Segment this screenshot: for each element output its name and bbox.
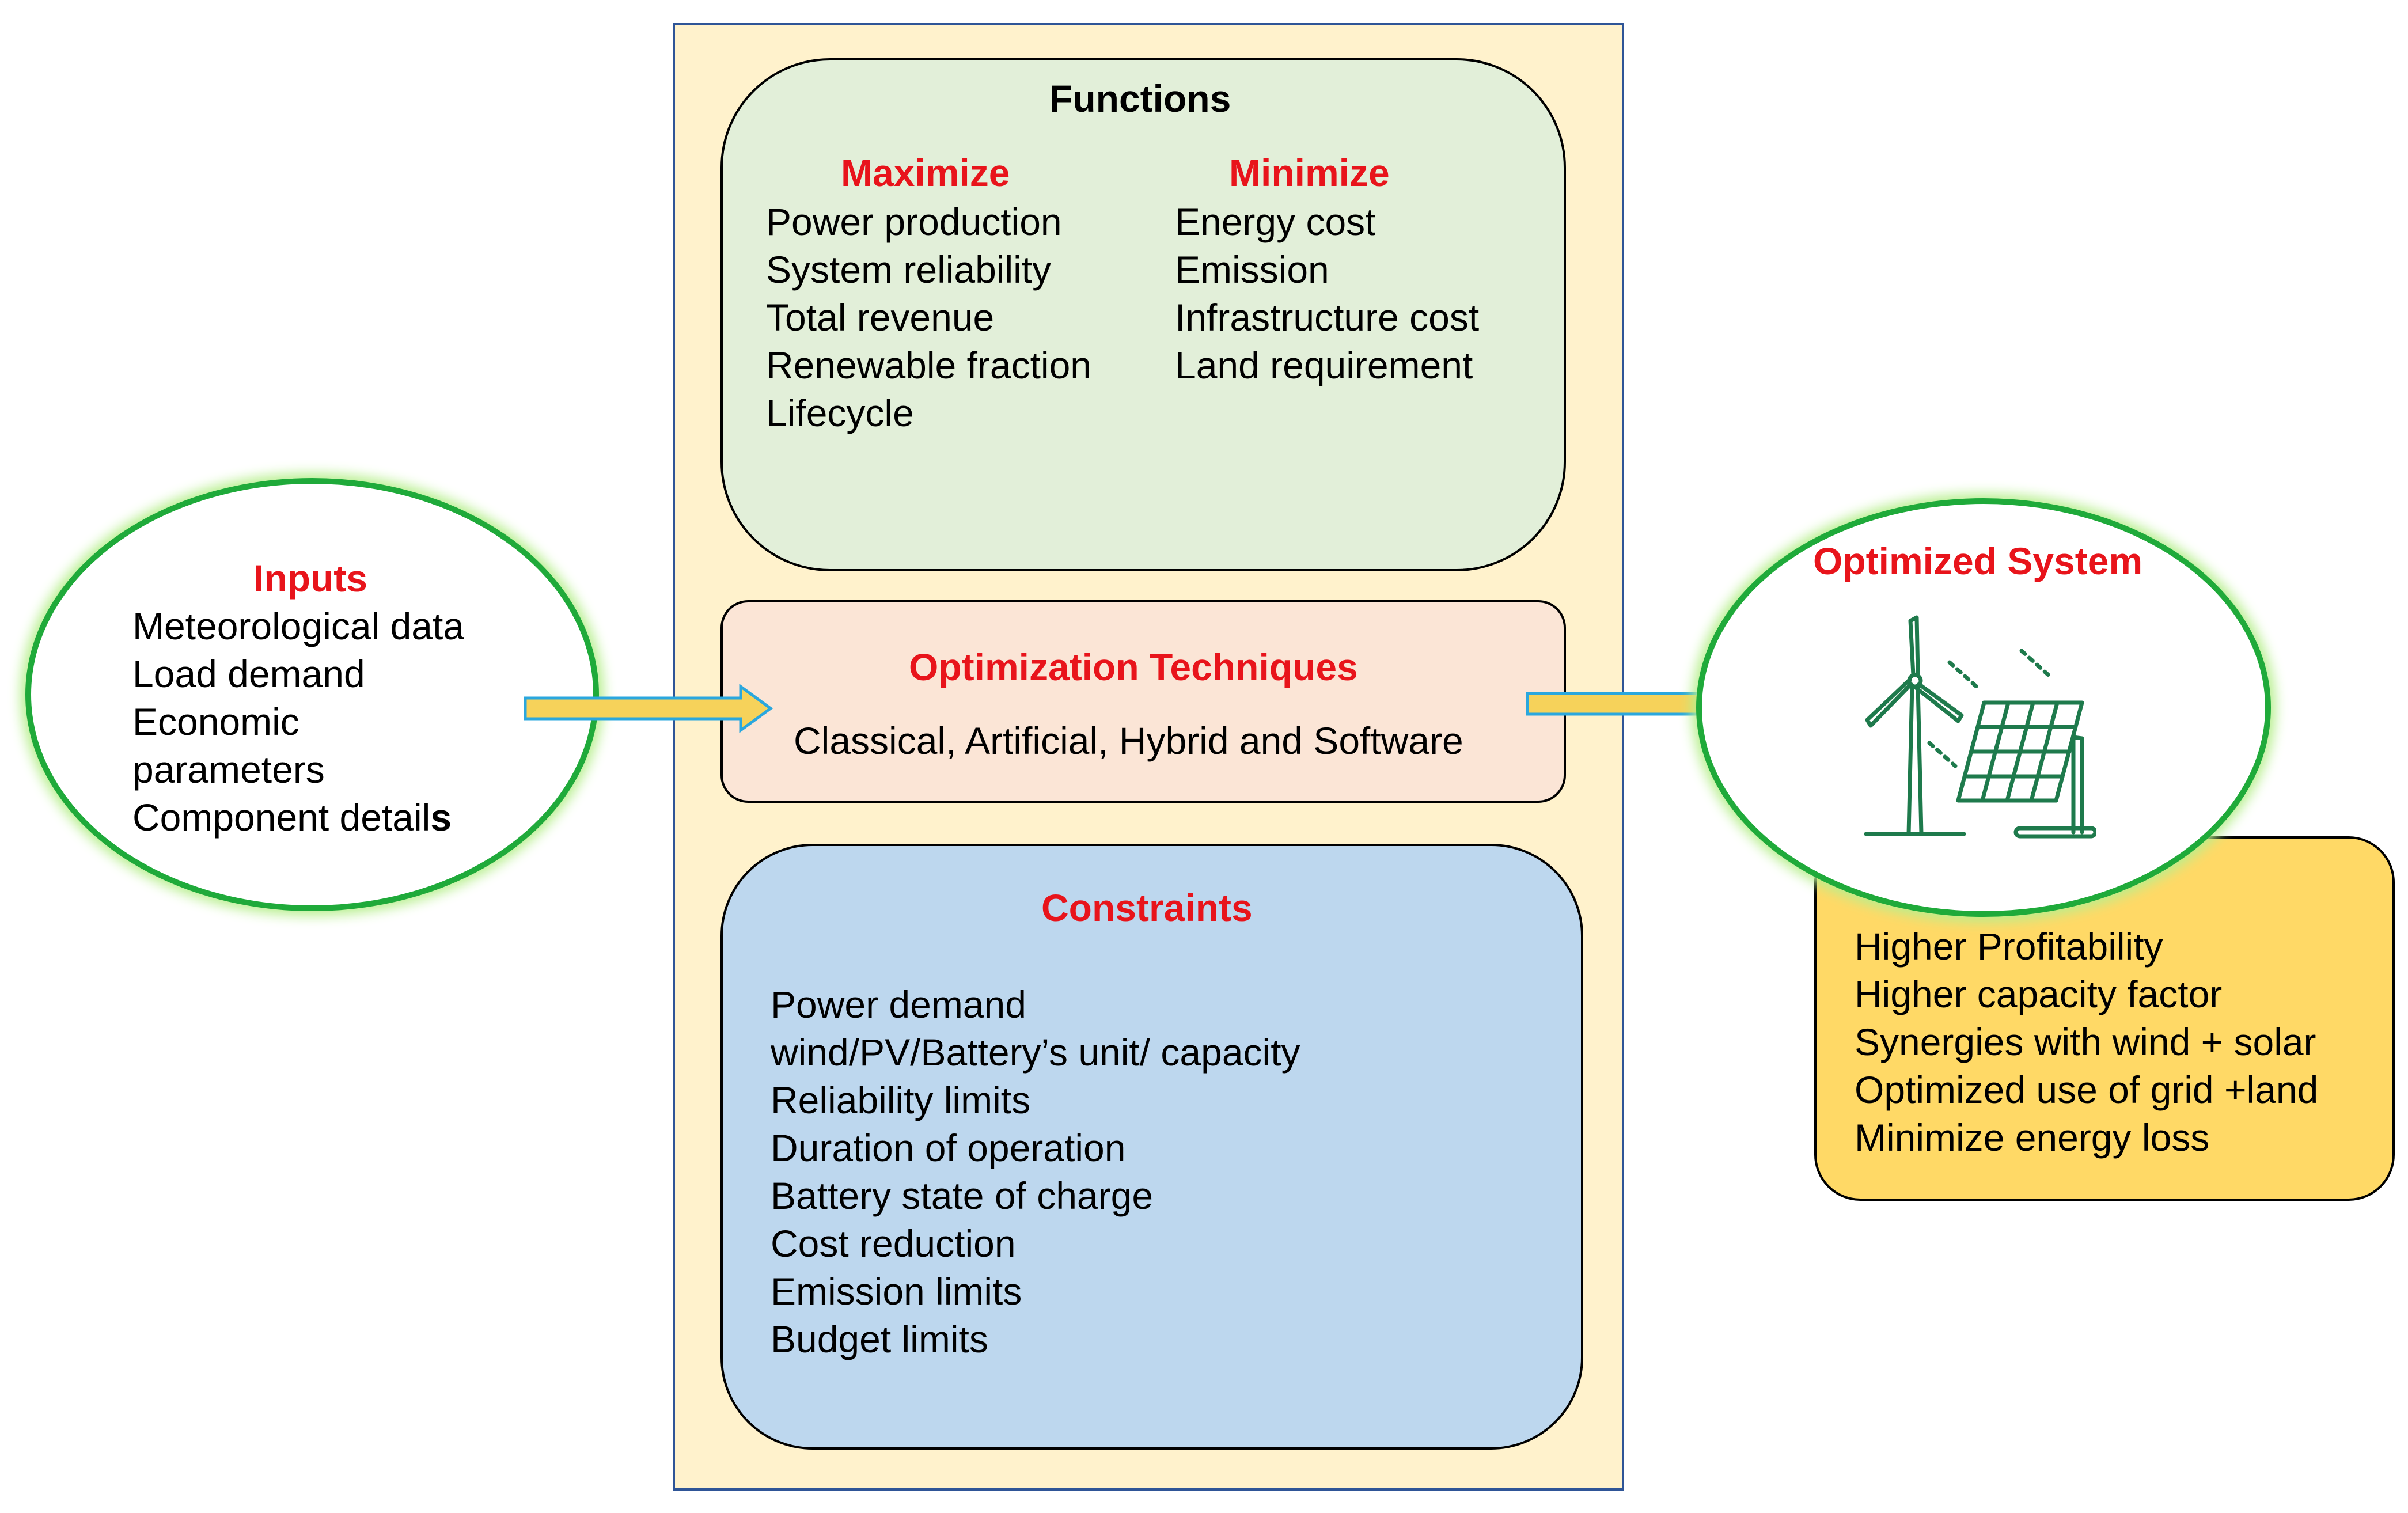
benefit-item: Synergies with wind + solar: [1855, 1021, 2316, 1063]
maximize-item: System reliability: [766, 248, 1052, 291]
maximize-header: Maximize: [841, 151, 1010, 194]
constraint-item: Budget limits: [771, 1318, 988, 1360]
input-item: Meteorological data: [132, 605, 465, 647]
benefit-item: Higher Profitability: [1855, 925, 2163, 968]
maximize-item: Renewable fraction: [766, 344, 1091, 386]
maximize-item: Total revenue: [766, 296, 995, 339]
inputs-list: Meteorological data Load demand Economic…: [132, 602, 464, 841]
input-item: Load demand: [132, 653, 365, 695]
minimize-item: Emission: [1175, 248, 1329, 291]
benefit-item: Minimize energy loss: [1855, 1116, 2210, 1159]
input-item-last: Component details: [132, 794, 464, 841]
constraint-item: Battery state of charge: [771, 1174, 1154, 1217]
minimize-item: Energy cost: [1175, 200, 1376, 243]
constraint-item: Emission limits: [771, 1270, 1022, 1313]
optimized-system-title: Optimized System: [1813, 540, 2143, 582]
functions-title: Functions: [1049, 77, 1231, 120]
constraint-item: Power demand: [771, 983, 1026, 1026]
constraint-item: Cost reduction: [771, 1222, 1016, 1265]
constraints-list: Power demand wind/PV/Battery’s unit/ cap…: [771, 981, 1300, 1363]
benefit-item: Higher capacity factor: [1855, 973, 2223, 1015]
minimize-item: Land requirement: [1175, 344, 1473, 386]
wind-solar-icon: [1864, 615, 2096, 839]
minimize-header: Minimize: [1229, 151, 1390, 194]
maximize-item: Power production: [766, 200, 1062, 243]
input-arrow: [524, 684, 773, 733]
input-item: Economic: [132, 700, 299, 743]
minimize-item: Infrastructure cost: [1175, 296, 1480, 339]
constraint-item: Duration of operation: [771, 1127, 1126, 1169]
input-item-prefix: Component detail: [132, 796, 431, 839]
techniques-text: Classical, Artificial, Hybrid and Softwa…: [794, 719, 1463, 762]
benefits-list: Higher Profitability Higher capacity fac…: [1855, 923, 2318, 1162]
constraint-item: Reliability limits: [771, 1079, 1031, 1121]
functions-box: [720, 58, 1566, 571]
input-item: parameters: [132, 748, 325, 791]
constraints-box: [720, 844, 1583, 1450]
inputs-title: Inputs: [253, 557, 367, 600]
maximize-item: Lifecycle: [766, 392, 914, 434]
input-item-bold-suffix: s: [430, 796, 452, 839]
benefit-item: Optimized use of grid +land: [1855, 1068, 2319, 1111]
constraints-title: Constraints: [1041, 886, 1253, 929]
constraint-item: wind/PV/Battery’s unit/ capacity: [771, 1031, 1300, 1074]
techniques-box: [720, 600, 1566, 803]
techniques-title: Optimization Techniques: [909, 646, 1358, 688]
minimize-list: Energy cost Emission Infrastructure cost…: [1175, 198, 1479, 389]
inputs-ellipse: [25, 478, 599, 911]
maximize-list: Power production System reliability Tota…: [766, 198, 1091, 437]
